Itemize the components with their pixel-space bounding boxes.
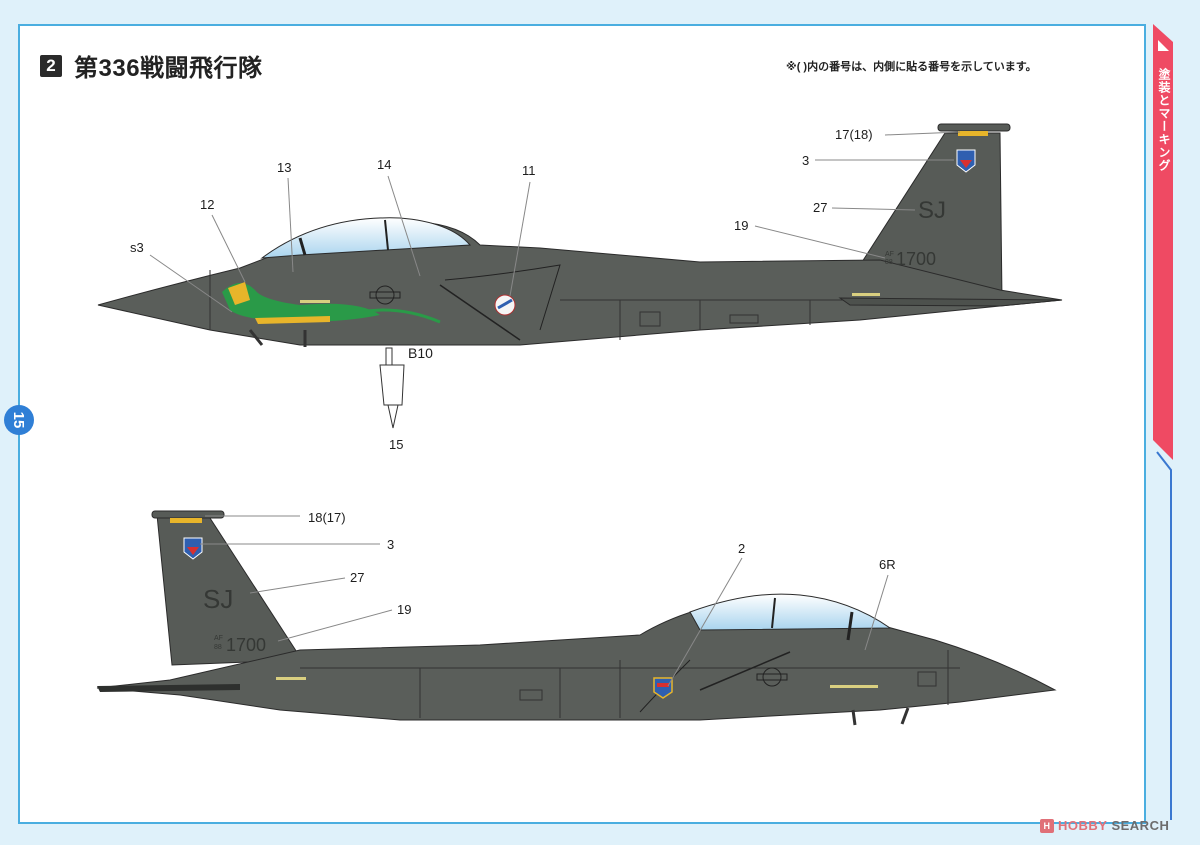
hobbysearch-logo-icon: H	[1040, 818, 1054, 833]
tab-arrow-icon	[1158, 40, 1169, 51]
callout-15: 15	[389, 437, 404, 452]
aircraft-top-view: SJ AF 88 1700	[97, 123, 1063, 429]
side-tab-label: 塗装とマーキング	[1157, 68, 1171, 172]
section-header: 2 第336戦闘飛行隊	[40, 48, 263, 83]
svg-text:AF: AF	[885, 251, 894, 258]
callout-s3: s3	[130, 240, 144, 255]
watermark-brand-a: HOBBY	[1058, 818, 1108, 833]
callout-3-top: 3	[802, 153, 810, 168]
section-title: 第336戦闘飛行隊	[74, 55, 263, 82]
callout-6r: 6R	[879, 557, 896, 572]
callout-27-bottom: 27	[350, 570, 365, 585]
svg-text:88: 88	[214, 644, 222, 651]
instruction-note: ※( )内の番号は、内側に貼る番号を示しています。	[786, 61, 1037, 73]
tail-code-bottom: SJ	[203, 584, 233, 614]
section-number: 2	[40, 54, 62, 77]
callout-18-17: 18(17)	[308, 510, 346, 525]
svg-text:88: 88	[885, 259, 893, 266]
callout-12: 12	[200, 197, 215, 212]
callout-19-top: 19	[734, 218, 749, 233]
callout-27-top: 27	[813, 200, 828, 215]
aircraft-bottom-view: SJ AF 88 1700	[96, 510, 1057, 726]
callout-14: 14	[377, 157, 392, 172]
tab-rail	[1156, 451, 1172, 820]
tail-code-top: SJ	[918, 197, 946, 224]
watermark: H HOBBY SEARCH	[1040, 818, 1169, 833]
callout-17-18: 17(18)	[835, 127, 873, 142]
side-tab	[1153, 24, 1173, 460]
callout-lines-top	[149, 131, 961, 313]
callout-lines-bottom	[200, 515, 889, 687]
callout-3-bottom: 3	[387, 537, 395, 552]
svg-text:AF: AF	[214, 635, 223, 642]
callout-2: 2	[738, 541, 746, 556]
svg-text:1700: 1700	[896, 249, 936, 269]
callout-13: 13	[277, 160, 292, 175]
callout-11: 11	[522, 163, 536, 178]
svg-text:1700: 1700	[226, 635, 266, 655]
watermark-brand-b: SEARCH	[1111, 818, 1170, 833]
callout-19-bottom: 19	[397, 602, 412, 617]
callout-b10: B10	[408, 345, 433, 361]
